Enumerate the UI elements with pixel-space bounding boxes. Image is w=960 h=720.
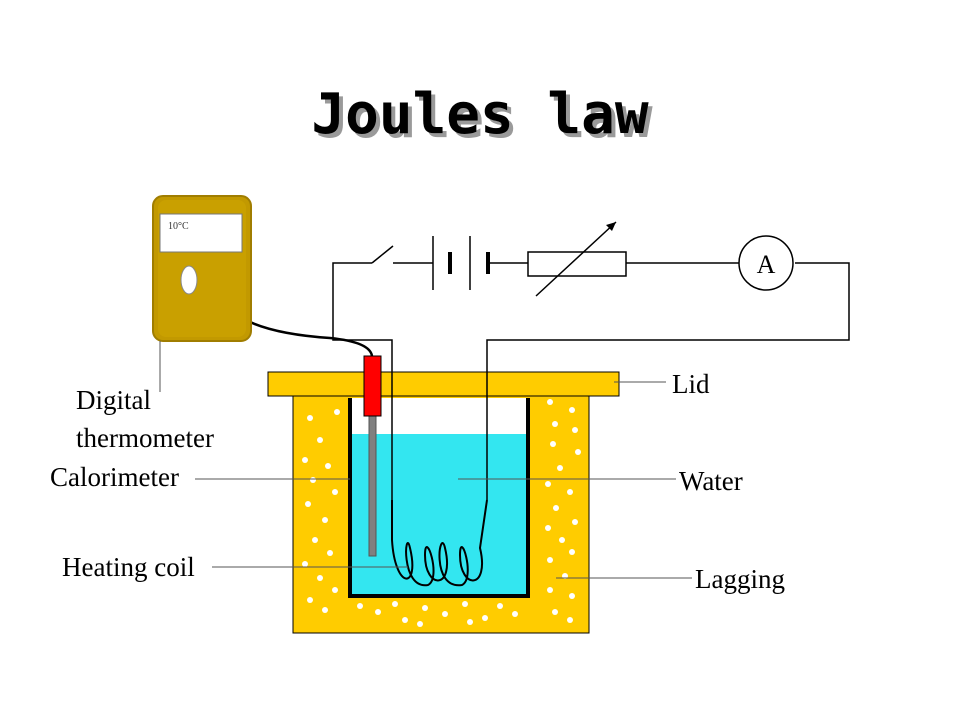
label-water: Water: [679, 466, 743, 496]
lagging-dots: [302, 399, 581, 627]
circuit-wires: [332, 262, 850, 500]
label-lagging: Lagging: [695, 564, 785, 594]
probe-rod: [368, 413, 377, 557]
rheostat-arrow: [535, 221, 617, 297]
label-digital: Digital: [76, 385, 151, 415]
label-lid: Lid: [672, 369, 710, 399]
thermometer-knob: [180, 265, 198, 295]
ammeter-symbol: A: [757, 250, 776, 279]
thermometer-cable: [241, 316, 374, 357]
heating-coil: [391, 499, 488, 587]
probe-head: [363, 355, 382, 417]
thermometer-display: [159, 213, 243, 253]
page-title: Joules law: [311, 82, 649, 147]
label-heating-coil: Heating coil: [62, 552, 195, 582]
thermometer-reading: 10°C: [168, 221, 189, 232]
water: [352, 434, 526, 594]
label-calorimeter: Calorimeter: [50, 462, 179, 492]
battery: [432, 236, 490, 290]
leader-lines: [159, 341, 692, 579]
label-thermometer: thermometer: [76, 423, 214, 453]
ammeter: [738, 235, 794, 291]
calorimeter-walls: [348, 398, 530, 598]
lid: [267, 371, 620, 397]
variable-resistor: [527, 251, 627, 277]
switch: [371, 245, 394, 264]
